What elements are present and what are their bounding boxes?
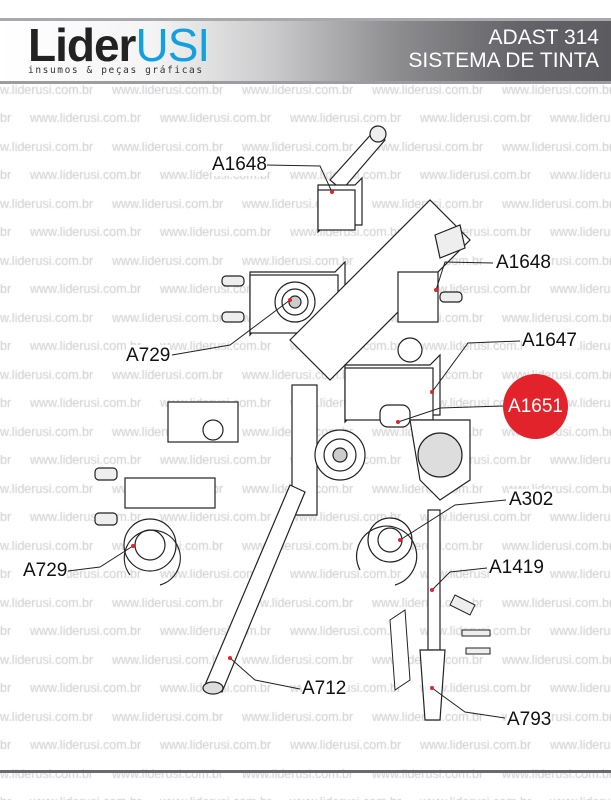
- leader-A1647: [431, 340, 521, 393]
- page-title: ADAST 314 SISTEMA DE TINTA: [408, 26, 599, 72]
- ink-lever-A1419: [409, 419, 471, 721]
- logo-lider: Lider: [28, 19, 136, 71]
- leader-lines: [67, 164, 521, 719]
- side-plate: [289, 199, 471, 381]
- logo-tagline: insumos & peças gráficas: [28, 65, 204, 76]
- footer-rule: [0, 770, 611, 773]
- bracket-block-right: [397, 224, 466, 323]
- part-label-a729-left: A729: [23, 560, 68, 582]
- leader-A1648-top: [264, 164, 333, 193]
- bracket-block-top: [317, 176, 363, 234]
- part-label-a302: A302: [509, 489, 554, 511]
- logo-usi: USI: [135, 19, 210, 71]
- part-label-a1648-right: A1648: [496, 252, 551, 274]
- part-label-a729-top: A729: [126, 345, 171, 367]
- leader-A1651: [397, 405, 504, 423]
- leader-A712: [229, 657, 301, 690]
- header-top-rule: [0, 18, 611, 21]
- machine-model: ADAST 314: [488, 26, 599, 49]
- header-banner: [0, 21, 611, 81]
- part-label-a793: A793: [507, 709, 552, 731]
- part-label-a1647: A1647: [522, 330, 577, 352]
- leader-A1419: [431, 567, 488, 591]
- liderusi-logo: LiderUSI insumos & peças gráficas: [28, 19, 210, 76]
- part-label-a1648-top: A1648: [212, 154, 267, 176]
- center-bearing-housing: [167, 384, 366, 516]
- small-screws: [389, 594, 491, 691]
- leader-A793: [431, 687, 506, 719]
- system-name: SISTEMA DE TINTA: [408, 49, 599, 72]
- leader-A729-left: [67, 545, 134, 572]
- leader-dots: [131, 190, 438, 690]
- leader-A729-top: [171, 299, 291, 356]
- part-label-a1419: A1419: [489, 557, 544, 579]
- top-shaft-part: [329, 125, 387, 191]
- part-label-a1651-highlight: A1651: [503, 374, 568, 439]
- leader-A1648-right: [435, 261, 494, 291]
- part-label-a712: A712: [302, 678, 347, 700]
- header-bottom-rule: [0, 81, 611, 84]
- bearing-housing-left: [94, 467, 216, 586]
- bracket-A1647: [344, 337, 441, 428]
- leader-A302: [399, 499, 507, 541]
- shaft-A712: [202, 484, 306, 695]
- bearing-A302: [356, 517, 418, 586]
